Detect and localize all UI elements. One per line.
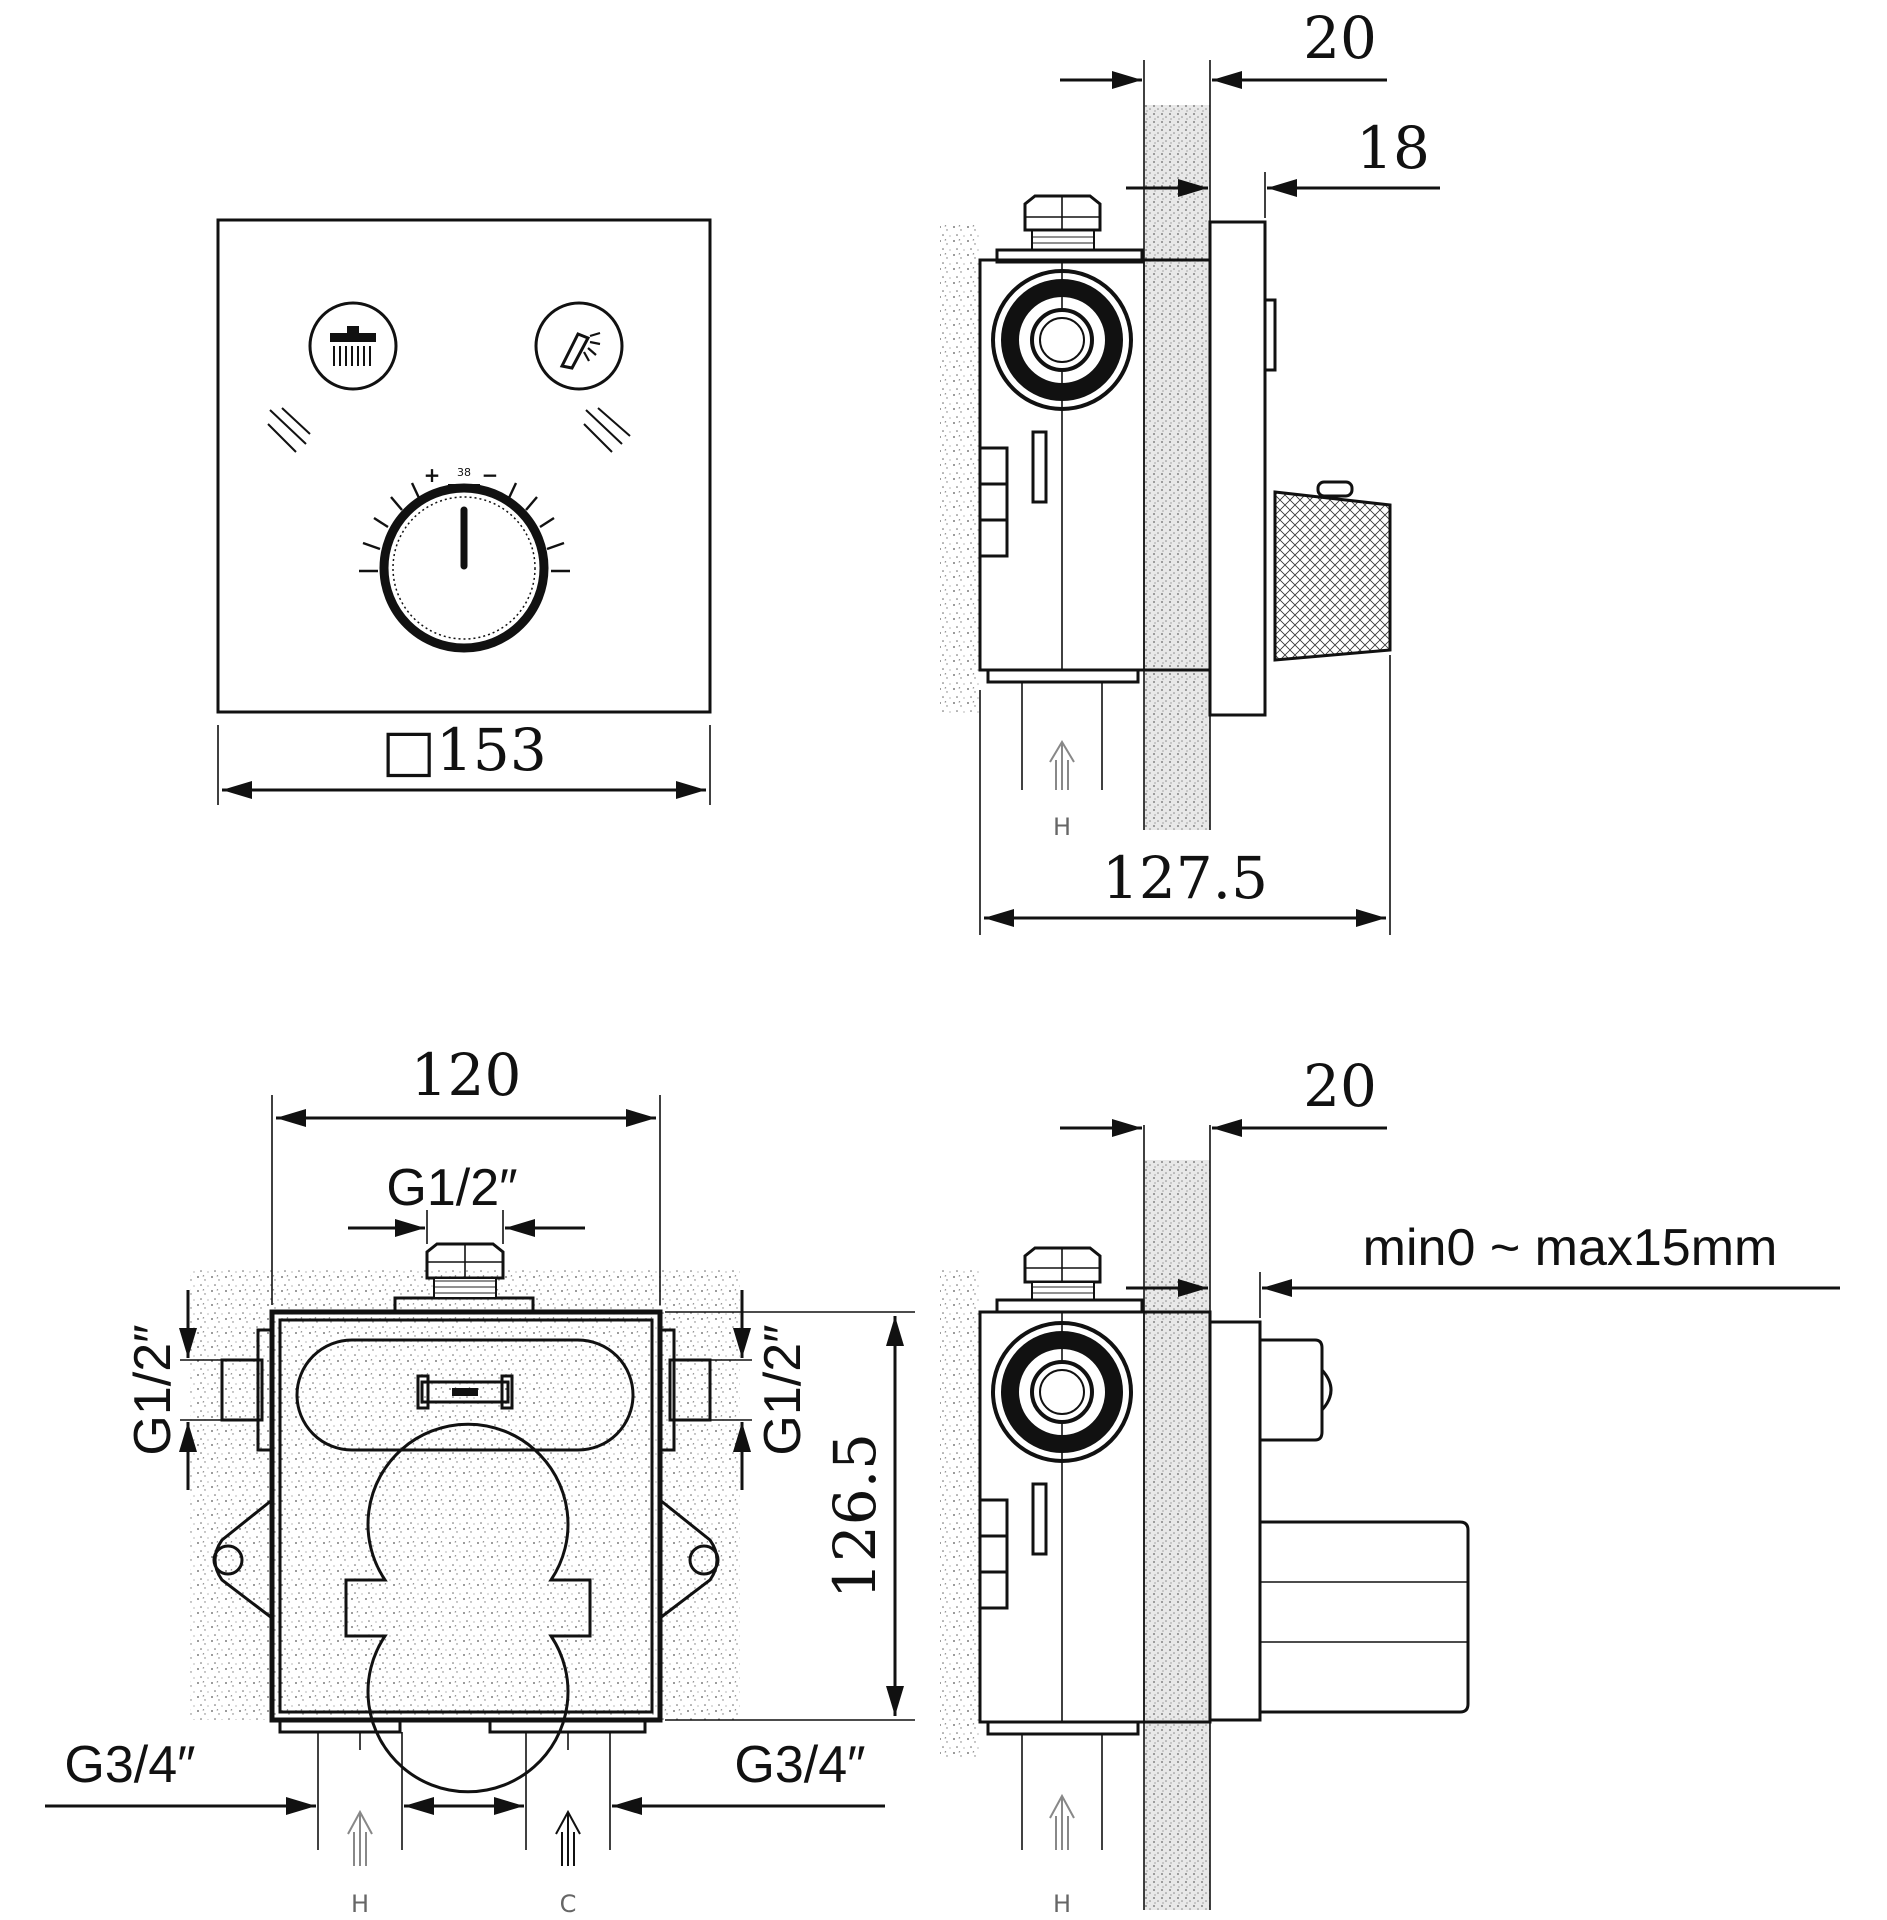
- glass-reflection-left: [267, 407, 311, 453]
- box-front-view: H C 120 G1/2″ G1/2″ G1/2″ 126.5: [45, 1041, 915, 1918]
- knob-plus: +: [424, 463, 441, 487]
- thermostat-knob: + − 38: [359, 463, 570, 653]
- dim-wall-thickness-2: 20: [1303, 1052, 1377, 1120]
- inlet-cold-label: C: [560, 1890, 577, 1918]
- dim-top-inlet: G1/2″: [386, 1159, 517, 1217]
- dim-plate-offset: 18: [1356, 114, 1430, 182]
- front-plate: [216, 218, 712, 714]
- arrow-up-icon: [1049, 740, 1075, 790]
- inlet-hot-label: H: [1053, 813, 1071, 841]
- wall-section: [1144, 105, 1210, 830]
- dim-wall-thickness: 20: [1303, 4, 1377, 72]
- dim-plate-size: □153: [381, 716, 547, 784]
- inlet-hot-label: H: [1053, 1890, 1071, 1918]
- dim-bottom-right: G3/4″: [734, 1736, 865, 1794]
- inlet-hot-label: H: [351, 1890, 369, 1918]
- knob-temp: 38: [457, 466, 471, 479]
- side-view-bottom: H 20 min0 ~ max15mm: [940, 1052, 1840, 1918]
- front-view: + − 38 □153: [216, 218, 712, 805]
- knob-minus: −: [482, 463, 499, 487]
- glass-reflection-right: [583, 407, 631, 453]
- hand-shower-icon: [534, 301, 624, 391]
- dim-total-depth: 127.5: [1102, 844, 1268, 912]
- dim-box-height: 126.5: [821, 1433, 889, 1599]
- spirit-level-icon: [416, 1374, 514, 1410]
- dim-right-outlet: G1/2″: [754, 1324, 812, 1455]
- side-view-top: H 20 18 127.5: [940, 4, 1440, 935]
- dim-box-width: 120: [411, 1041, 522, 1109]
- dim-left-outlet: G1/2″: [124, 1324, 182, 1455]
- overhead-shower-icon: [308, 301, 398, 391]
- dim-bottom-left: G3/4″: [64, 1736, 195, 1794]
- dim-adjust-range: min0 ~ max15mm: [1363, 1219, 1778, 1277]
